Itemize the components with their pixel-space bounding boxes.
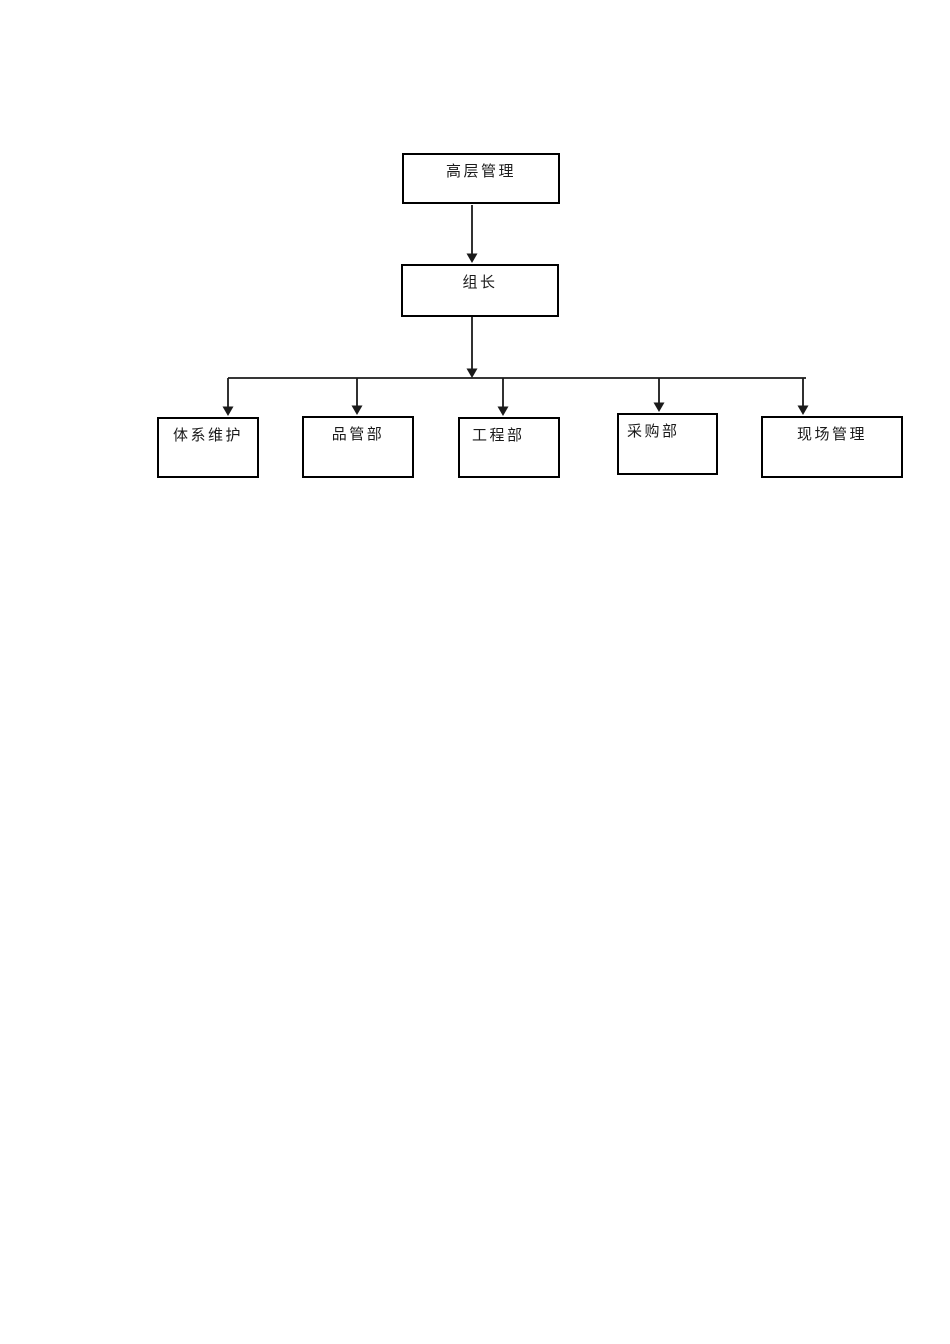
node-site-management: 现场管理 (761, 416, 903, 478)
connector-bus-to-quality-control (351, 378, 363, 415)
connector-bus-to-system-maintenance (222, 378, 234, 416)
node-group-leader: 组长 (401, 264, 559, 317)
arrowhead-leader (466, 253, 478, 263)
arrowhead-engineering (497, 406, 509, 416)
connector-bus-to-engineering (497, 378, 509, 416)
connector-root-to-leader (466, 205, 478, 263)
connector-bus-to-procurement (653, 378, 665, 412)
node-engineering-dept-label: 工程部 (472, 428, 525, 444)
node-site-management-label: 现场管理 (796, 427, 867, 443)
node-system-maintenance-label: 体系维护 (172, 428, 243, 444)
node-procurement-dept: 采购部 (617, 413, 718, 475)
node-quality-control-dept: 品管部 (302, 416, 414, 478)
arrowhead-quality-control (351, 405, 363, 415)
connector-bus-to-site-management (797, 378, 809, 415)
arrowhead-site-management (797, 405, 809, 415)
node-group-leader-label: 组长 (462, 275, 498, 291)
arrowhead-procurement (653, 402, 665, 412)
node-procurement-dept-label: 采购部 (627, 424, 680, 440)
node-top-management: 高层管理 (402, 153, 560, 204)
arrowhead-system-maintenance (222, 406, 234, 416)
connector-leader-to-bus (466, 317, 478, 378)
node-system-maintenance: 体系维护 (157, 417, 259, 478)
arrowhead-bus-junction (466, 368, 478, 378)
node-top-management-label: 高层管理 (445, 164, 516, 180)
node-quality-control-dept-label: 品管部 (331, 427, 385, 443)
node-engineering-dept: 工程部 (458, 417, 560, 478)
